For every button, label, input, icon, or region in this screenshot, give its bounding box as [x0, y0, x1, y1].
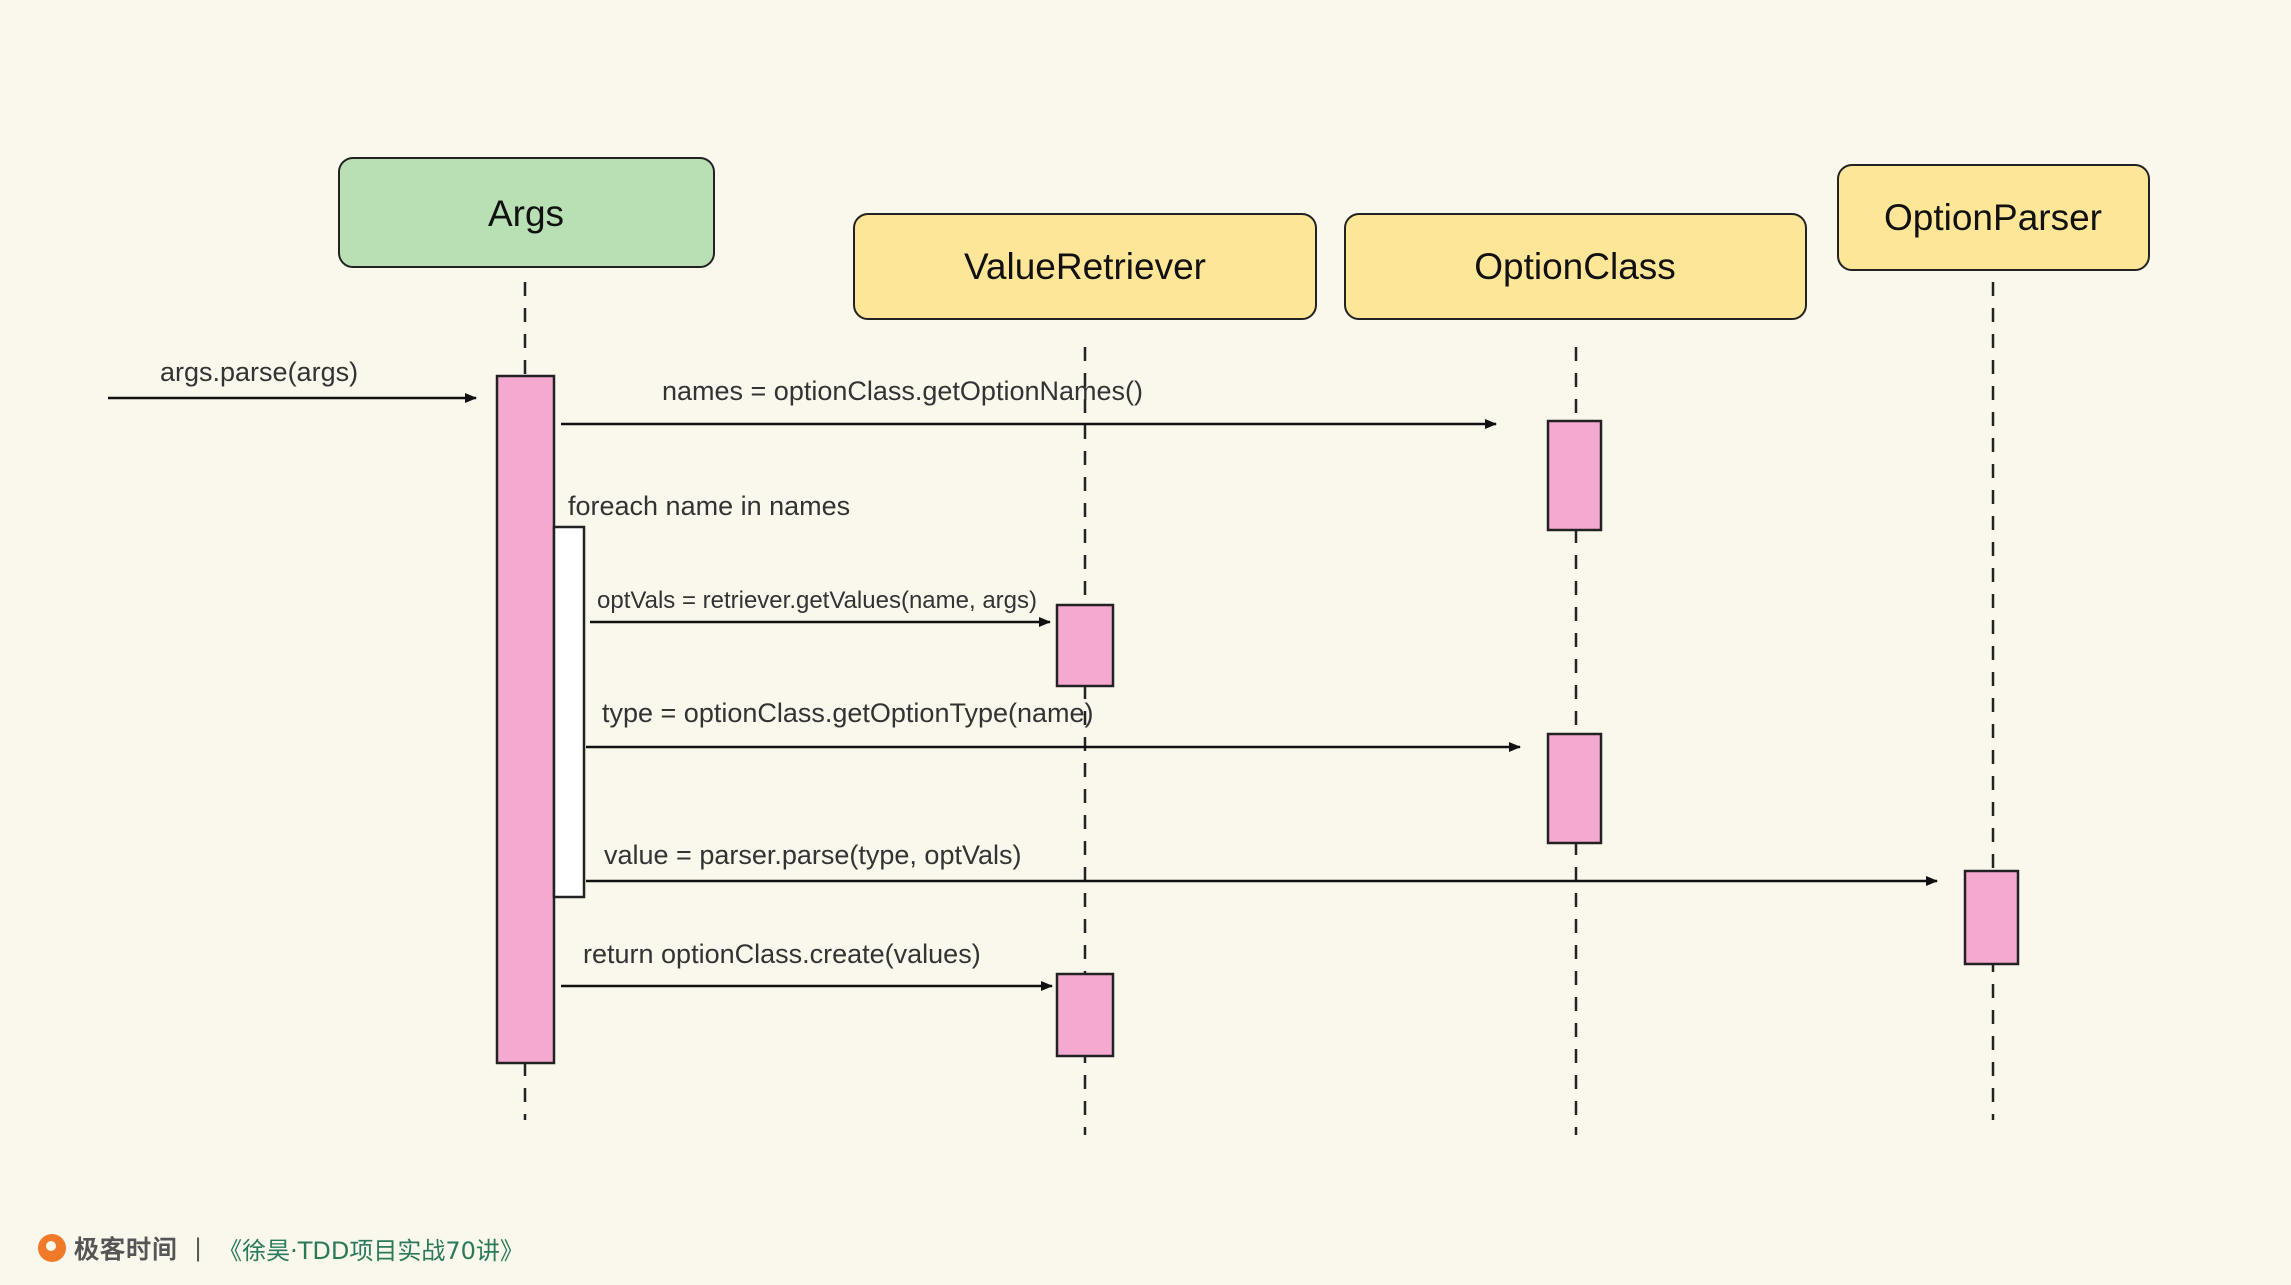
- participant-value-retriever-label: ValueRetriever: [964, 246, 1206, 287]
- message-label-get-option-type: type = optionClass.getOptionType(name): [602, 698, 1094, 728]
- participant-option-parser-label: OptionParser: [1884, 197, 2102, 238]
- loop-label: foreach name in names: [568, 491, 850, 521]
- footer-separator: |: [194, 1234, 203, 1262]
- loop-frame: [552, 525, 586, 899]
- participant-option-class: OptionClass: [1344, 213, 1807, 320]
- message-label-get-option-names: names = optionClass.getOptionNames(): [662, 376, 1143, 406]
- participant-option-class-box: [1344, 213, 1807, 320]
- participant-args-label: Args: [488, 193, 564, 234]
- message-label-create: return optionClass.create(values): [583, 939, 981, 969]
- footer-course-title: 《徐昊·TDD项目实战70讲》: [218, 1236, 524, 1265]
- activation-option-parser: [1963, 869, 2020, 966]
- activation-option-class-2: [1546, 732, 1603, 845]
- geektime-logo-icon: [38, 1234, 66, 1262]
- message-label-parser-parse: value = parser.parse(type, optVals): [604, 840, 1021, 870]
- participant-option-parser: OptionParser: [1837, 164, 2150, 271]
- message-label-get-values: optVals = retriever.getValues(name, args…: [597, 587, 1037, 614]
- activation-option-class-1: [1546, 419, 1603, 532]
- participant-value-retriever-box: [853, 213, 1317, 320]
- participant-option-class-label: OptionClass: [1474, 246, 1676, 287]
- participant-args-box: [338, 157, 715, 268]
- activation-args: [495, 374, 556, 1065]
- participant-value-retriever: ValueRetriever: [853, 213, 1317, 320]
- footer-brand: 极客时间: [74, 1235, 179, 1264]
- activation-value-retriever-2: [1055, 972, 1115, 1058]
- participant-args: Args: [338, 157, 715, 268]
- message-label-args-parse: args.parse(args): [160, 357, 358, 387]
- footer: 极客时间 | 《徐昊·TDD项目实战70讲》: [38, 1230, 524, 1266]
- activation-value-retriever-1: [1055, 603, 1115, 688]
- participant-option-parser-box: [1837, 164, 2150, 271]
